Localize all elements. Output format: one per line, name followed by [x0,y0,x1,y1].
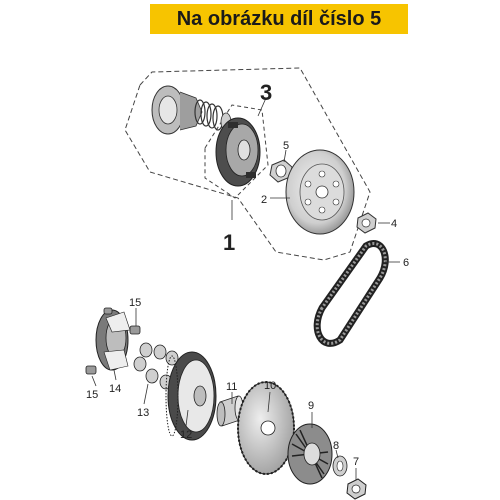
assembly-outline-dashed [124,67,371,261]
banner-text: Na obrázku díl číslo 5 [176,7,382,30]
clutch-outline-dashed [204,104,269,199]
ramp-plate-part-14 [95,309,131,371]
drive-face-part-10 [237,381,295,475]
drive-belt-part-6 [313,240,389,347]
label-part-9: 9 [308,400,314,412]
slider-part-15-top [103,307,141,335]
label-part-11: 11 [226,381,237,393]
label-part-8: 8 [333,440,339,452]
variator-pulley-part-12 [165,351,217,441]
clutch-drum-part-2 [285,149,355,235]
nut-part-7 [346,478,367,500]
nut-part-4 [356,212,377,234]
clutch-shoes-part-3 [215,117,261,187]
label-part-6: 6 [403,257,409,269]
label-part-15-top: 15 [129,297,141,309]
title-banner: Na obrázku díl číslo 5 [150,4,408,34]
label-part-2: 2 [261,194,267,206]
label-part-10: 10 [264,380,276,392]
washer-part-8 [332,455,348,477]
nut-part-5 [269,159,293,183]
spring-assembly [151,85,232,135]
slider-part-15-bottom [85,365,97,375]
label-part-1: 1 [223,230,235,255]
label-part-7: 7 [353,456,359,468]
label-part-14: 14 [109,383,121,395]
label-part-4: 4 [391,218,397,230]
label-part-5: 5 [283,140,289,152]
label-part-15-bottom: 15 [86,389,98,401]
rollers-part-13 [133,342,179,390]
label-part-3: 3 [260,80,272,105]
fan-impeller-part-9 [287,423,333,485]
label-part-12: 12 [180,429,192,441]
leader-lines [91,97,400,480]
label-part-13: 13 [137,407,149,419]
